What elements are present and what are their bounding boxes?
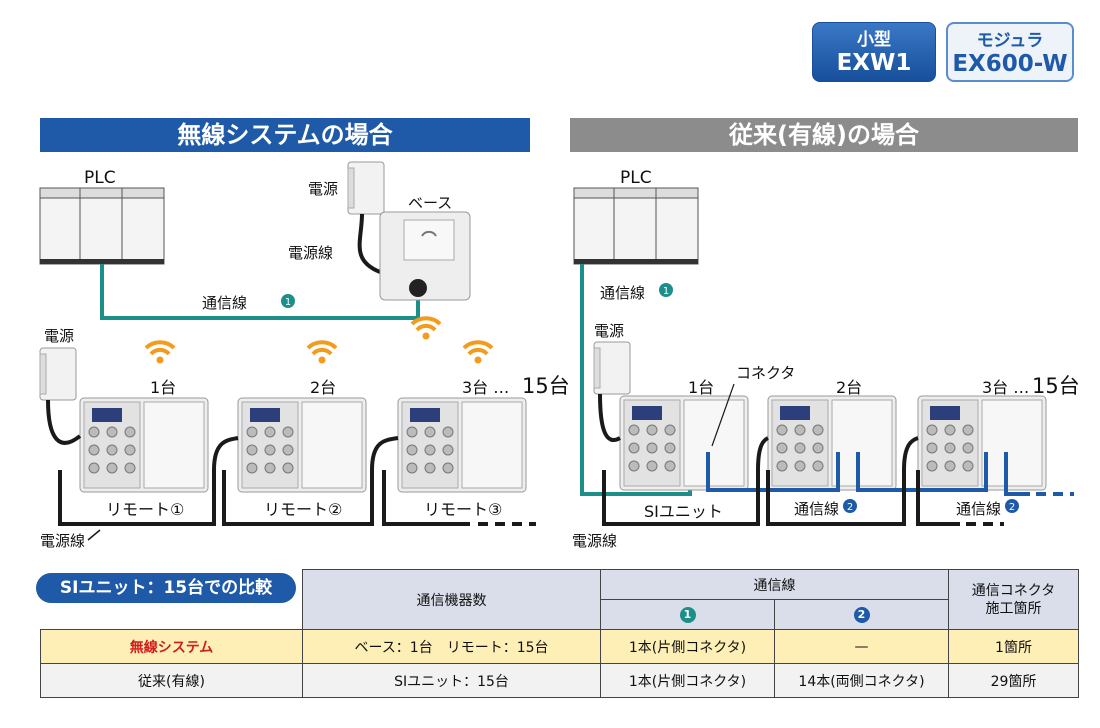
si-unit-3 xyxy=(917,395,1047,491)
table-row-wired: 従来(有線) SIユニット：15台 1本(片側コネクタ) 14本(両側コネクタ)… xyxy=(40,663,1079,698)
svg-text:2: 2 xyxy=(1009,502,1015,513)
wireless-unit-1-label: 1台 xyxy=(150,378,177,397)
badge-compact-line2: EXW1 xyxy=(836,50,912,76)
wifi-icon-3 xyxy=(462,340,494,366)
comm-mark-2b xyxy=(1005,499,1019,513)
row-wired-name: 従来(有線) xyxy=(40,663,303,698)
remote-3-label: リモート③ xyxy=(424,500,503,519)
si-unit-2 xyxy=(767,395,897,491)
si-unit-1 xyxy=(619,395,749,491)
row-wireless-devices: ベース：1台 リモート：15台 xyxy=(302,629,601,664)
row-wired-comm2: 14本(両側コネクタ) xyxy=(774,663,949,698)
svg-text:2: 2 xyxy=(847,502,853,513)
wired-comm-cable-2a-label: 通信線 xyxy=(794,500,840,518)
left-power-supply-icon xyxy=(39,347,77,401)
svg-text:1: 1 xyxy=(663,286,669,297)
wireless-plc xyxy=(39,187,165,265)
wireless-power-supply-label: 電源 xyxy=(308,180,339,198)
table-row-wireless: 無線システム ベース：1台 リモート：15台 1本(片側コネクタ) — 1箇所 xyxy=(40,629,1079,664)
wireless-unit-3-label: 3台 … xyxy=(462,378,510,397)
wired-power-cable-line xyxy=(602,470,760,526)
badge-modular-line2: EX600-W xyxy=(952,51,1068,77)
comparison-title: SIユニット：15台での比較 xyxy=(36,573,296,603)
header-comm-1: 1 xyxy=(600,599,775,630)
remote-unit-1 xyxy=(79,397,209,493)
row-wireless-name: 無線システム xyxy=(40,629,303,664)
row-wireless-connector: 1箇所 xyxy=(948,629,1079,664)
wired-plc xyxy=(573,187,699,265)
header-comm-2: 2 xyxy=(774,599,949,630)
remote-unit-2 xyxy=(237,397,367,493)
row-wireless-comm1: 1本(片側コネクタ) xyxy=(600,629,775,664)
left-power-supply-label: 電源 xyxy=(44,327,75,345)
wired-comm-cable-label: 通信線 xyxy=(600,284,646,302)
row-wired-connector: 29箇所 xyxy=(948,663,1079,698)
wireless-power-supply-icon xyxy=(347,161,385,215)
wired-unit-1-label: 1台 xyxy=(688,378,715,397)
wireless-power-cable-line xyxy=(58,470,216,526)
wireless-plc-label: PLC xyxy=(84,168,116,188)
wired-power-supply-icon xyxy=(593,341,631,395)
system-diagram: 1 1 2 2 xyxy=(39,161,1074,541)
base-power-cable-line xyxy=(357,213,381,274)
wired-unit-3-label: 3台 … xyxy=(982,378,1030,397)
wifi-icon-1 xyxy=(144,340,176,366)
wired-power-supply-label: 電源 xyxy=(594,322,625,340)
wireless-comm-cable-line xyxy=(100,264,420,320)
wired-section-title: 従来(有線)の場合 xyxy=(570,118,1078,152)
wireless-more-label: 15台 xyxy=(522,374,570,398)
remote-1-label: リモート① xyxy=(106,500,185,519)
wired-power-cable-label: 電源線 xyxy=(572,532,618,550)
header-devices: 通信機器数 xyxy=(302,569,601,630)
comm-mark-2-header: 2 xyxy=(853,607,870,623)
wired-unit-2-label: 2台 xyxy=(836,378,863,397)
wireless-comm-cable-label: 通信線 xyxy=(202,294,248,312)
wired-plc-label: PLC xyxy=(620,168,652,188)
header-comm: 通信線 xyxy=(600,569,949,600)
base-wifi-icon xyxy=(410,316,442,342)
wireless-unit-2-label: 2台 xyxy=(310,378,337,397)
remote-2-label: リモート② xyxy=(264,500,343,519)
wifi-icon-2 xyxy=(306,340,338,366)
svg-text:1: 1 xyxy=(285,297,291,308)
wired-comm-cable-2b-label: 通信線 xyxy=(956,500,1002,518)
connector-label: コネクタ xyxy=(736,364,796,382)
badge-modular-ex600w: モジュラ EX600-W xyxy=(946,22,1074,82)
base-power-cable-label: 電源線 xyxy=(288,244,334,262)
header-connector: 通信コネクタ 施工箇所 xyxy=(948,569,1079,630)
badge-compact-exw1: 小型 EXW1 xyxy=(812,22,936,82)
comparison-table: 通信機器数 通信線 通信コネクタ 施工箇所 1 2 無線システム ベース：1台 … xyxy=(40,569,1079,698)
badge-compact-line1: 小型 xyxy=(857,30,891,50)
wireless-section-title: 無線システムの場合 xyxy=(40,118,530,152)
badge-modular-line1: モジュラ xyxy=(976,31,1044,51)
comm-mark-1-header: 1 xyxy=(679,607,696,623)
wired-comm-cable-2-line xyxy=(706,452,840,492)
wireless-bottom-power-cable-label: 電源線 xyxy=(40,532,86,550)
comm-mark-1-wireless xyxy=(281,294,295,308)
row-wired-comm1: 1本(片側コネクタ) xyxy=(600,663,775,698)
row-wireless-comm2: — xyxy=(774,629,949,664)
si-unit-label: SIユニット xyxy=(644,502,723,521)
remote-unit-3 xyxy=(397,397,527,493)
comm-mark-1-wired xyxy=(659,283,673,297)
row-wired-devices: SIユニット：15台 xyxy=(302,663,601,698)
base-unit-icon xyxy=(379,211,471,301)
wired-more-label: 15台 xyxy=(1032,374,1080,398)
comm-mark-2a xyxy=(843,499,857,513)
base-label: ベース xyxy=(408,194,453,212)
